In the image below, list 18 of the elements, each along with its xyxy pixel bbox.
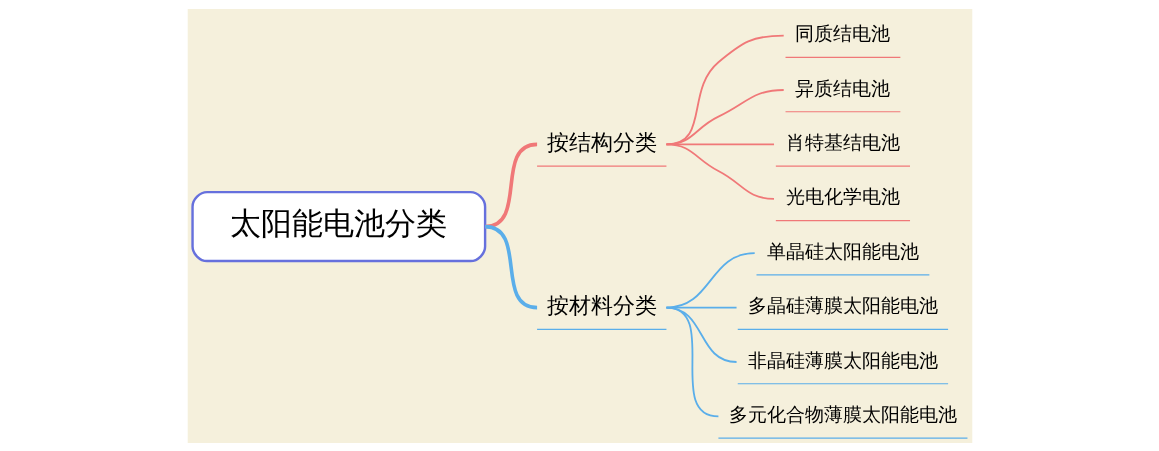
connector xyxy=(665,143,775,200)
node-text: 多元化合物薄膜太阳能电池 xyxy=(728,402,957,426)
node-box: 太阳能电池分类 xyxy=(190,190,486,262)
node-text: 按结构分类 xyxy=(546,129,657,155)
connector xyxy=(665,306,719,417)
connector xyxy=(484,224,537,309)
connector xyxy=(665,143,775,145)
node-text: 多晶硅薄膜太阳能电池 xyxy=(747,293,938,317)
connector xyxy=(665,88,785,145)
node-text: 光电化学电池 xyxy=(785,184,900,208)
node-text: 按材料分类 xyxy=(546,292,657,318)
node-text: 异质结电池 xyxy=(794,76,890,100)
node-text: 单晶硅太阳能电池 xyxy=(766,239,919,263)
node-text: 非晶硅薄膜太阳能电池 xyxy=(747,348,938,372)
node-text: 肖特基结电池 xyxy=(785,130,900,154)
node-text: 同质结电池 xyxy=(794,21,890,45)
connector xyxy=(665,34,785,145)
connector xyxy=(484,142,537,228)
